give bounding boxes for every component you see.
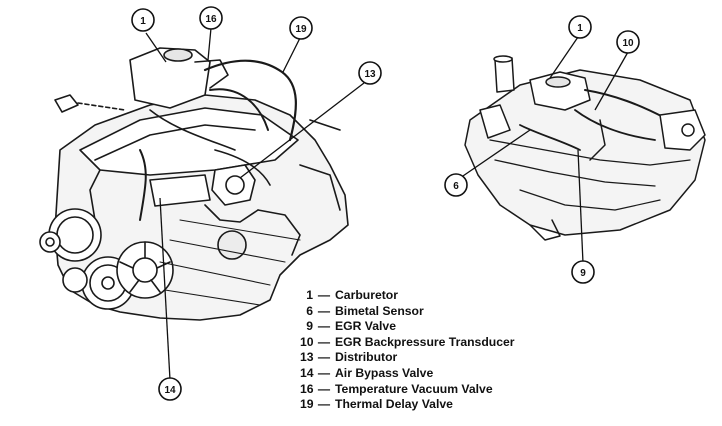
legend-separator: — [317, 350, 331, 365]
legend-separator: — [317, 319, 331, 334]
callout-1-right: 1 [568, 15, 592, 39]
callout-1-right-label: 1 [577, 23, 583, 34]
legend-row: 14 — Air Bypass Valve [300, 366, 560, 382]
legend-number: 14 [300, 365, 314, 380]
legend-row: 1 — Carburetor [300, 288, 560, 304]
leader-1-left [145, 32, 167, 63]
legend-number: 6 [306, 303, 313, 318]
callout-9-label: 9 [580, 268, 586, 279]
callout-13-label: 13 [364, 69, 376, 80]
legend-separator: — [317, 303, 331, 318]
parts-legend: 1 — Carburetor 6 — Bimetal Sensor 9 — EG… [300, 288, 560, 413]
leader-14 [159, 197, 171, 381]
legend-separator: — [317, 334, 331, 349]
legend-number: 9 [306, 319, 313, 334]
legend-label: Temperature Vacuum Valve [335, 381, 493, 396]
leader-13 [239, 82, 365, 179]
legend-separator: — [317, 397, 331, 412]
legend-row: 6 — Bimetal Sensor [300, 304, 560, 320]
leader-9 [577, 149, 584, 264]
callout-9: 9 [571, 260, 595, 284]
legend-separator: — [317, 288, 331, 302]
legend-label: Thermal Delay Valve [335, 397, 453, 412]
legend-row: 9 — EGR Valve [300, 319, 560, 335]
left-engine-drawing [39, 47, 349, 321]
legend-separator: — [317, 365, 331, 380]
callout-19: 19 [289, 16, 313, 40]
legend-number: 13 [300, 350, 314, 365]
callout-13: 13 [358, 61, 382, 85]
legend-label: EGR Valve [335, 319, 396, 334]
callout-1-left: 1 [131, 8, 155, 32]
legend-number: 10 [300, 334, 314, 349]
callout-19-label: 19 [295, 24, 307, 35]
leader-lines [145, 27, 629, 381]
leader-19 [282, 37, 301, 73]
right-engine-drawing [464, 55, 706, 241]
callout-14: 14 [158, 377, 182, 401]
legend-number: 16 [300, 381, 314, 396]
callout-6-label: 6 [453, 181, 459, 192]
callout-10-label: 10 [622, 38, 634, 49]
callout-6: 6 [444, 173, 468, 197]
legend-label: EGR Backpressure Transducer [335, 334, 515, 349]
callout-10: 10 [616, 30, 640, 54]
legend-number: 1 [306, 288, 313, 302]
leader-1-right [549, 36, 579, 79]
legend-label: Distributor [335, 350, 398, 365]
leader-16 [207, 27, 212, 61]
legend-row: 16 — Temperature Vacuum Valve [300, 382, 560, 398]
callout-1-left-label: 1 [140, 16, 146, 27]
legend-row: 13 — Distributor [300, 350, 560, 366]
callout-16-label: 16 [205, 14, 217, 25]
callout-16: 16 [199, 6, 223, 30]
legend-separator: — [317, 381, 331, 396]
callout-14-label: 14 [164, 385, 176, 396]
legend-label: Bimetal Sensor [335, 303, 424, 318]
leader-10 [594, 51, 629, 111]
legend-label: Carburetor [335, 288, 398, 302]
legend-row: 10 — EGR Backpressure Transducer [300, 335, 560, 351]
legend-label: Air Bypass Valve [335, 365, 434, 380]
legend-number: 19 [300, 397, 314, 412]
legend-row: 19 — Thermal Delay Valve [300, 397, 560, 413]
leader-6 [459, 129, 531, 179]
